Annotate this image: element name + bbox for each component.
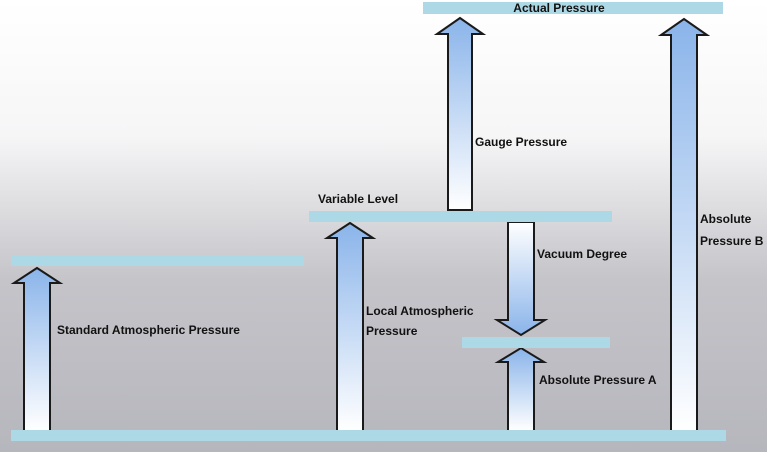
local-atmospheric-label-line2: Pressure <box>366 324 418 338</box>
absolute-pressure-a-label: Absolute Pressure A <box>539 373 657 387</box>
vacuum-degree-arrow <box>493 221 549 337</box>
standard-pressure-arrow <box>10 266 64 432</box>
gauge-pressure-arrow <box>433 16 487 211</box>
absolute-pressure-b-label-line2: Pressure B <box>700 234 764 248</box>
absolute-zero-baseline <box>11 430 726 441</box>
gauge-pressure-label: Gauge Pressure <box>475 135 567 149</box>
standard-atmospheric-label: Standard Atmospheric Pressure <box>57 323 240 337</box>
local-atmospheric-arrow <box>323 221 377 432</box>
absolute-pressure-b-arrow <box>657 17 711 432</box>
absolute-pressure-a-arrow <box>494 346 548 432</box>
local-atmospheric-label-line1: Local Atmospheric <box>366 304 474 318</box>
variable-level-label: Variable Level <box>318 192 398 206</box>
vacuum-degree-label: Vacuum Degree <box>537 247 627 261</box>
absolute-pressure-a-level <box>462 337 610 348</box>
variable-level-bar <box>309 211 612 222</box>
actual-pressure-label: Actual Pressure <box>513 1 605 15</box>
absolute-pressure-b-label-line1: Absolute <box>700 212 752 226</box>
actual-pressure-level <box>423 2 723 14</box>
standard-atmospheric-level <box>11 255 304 266</box>
